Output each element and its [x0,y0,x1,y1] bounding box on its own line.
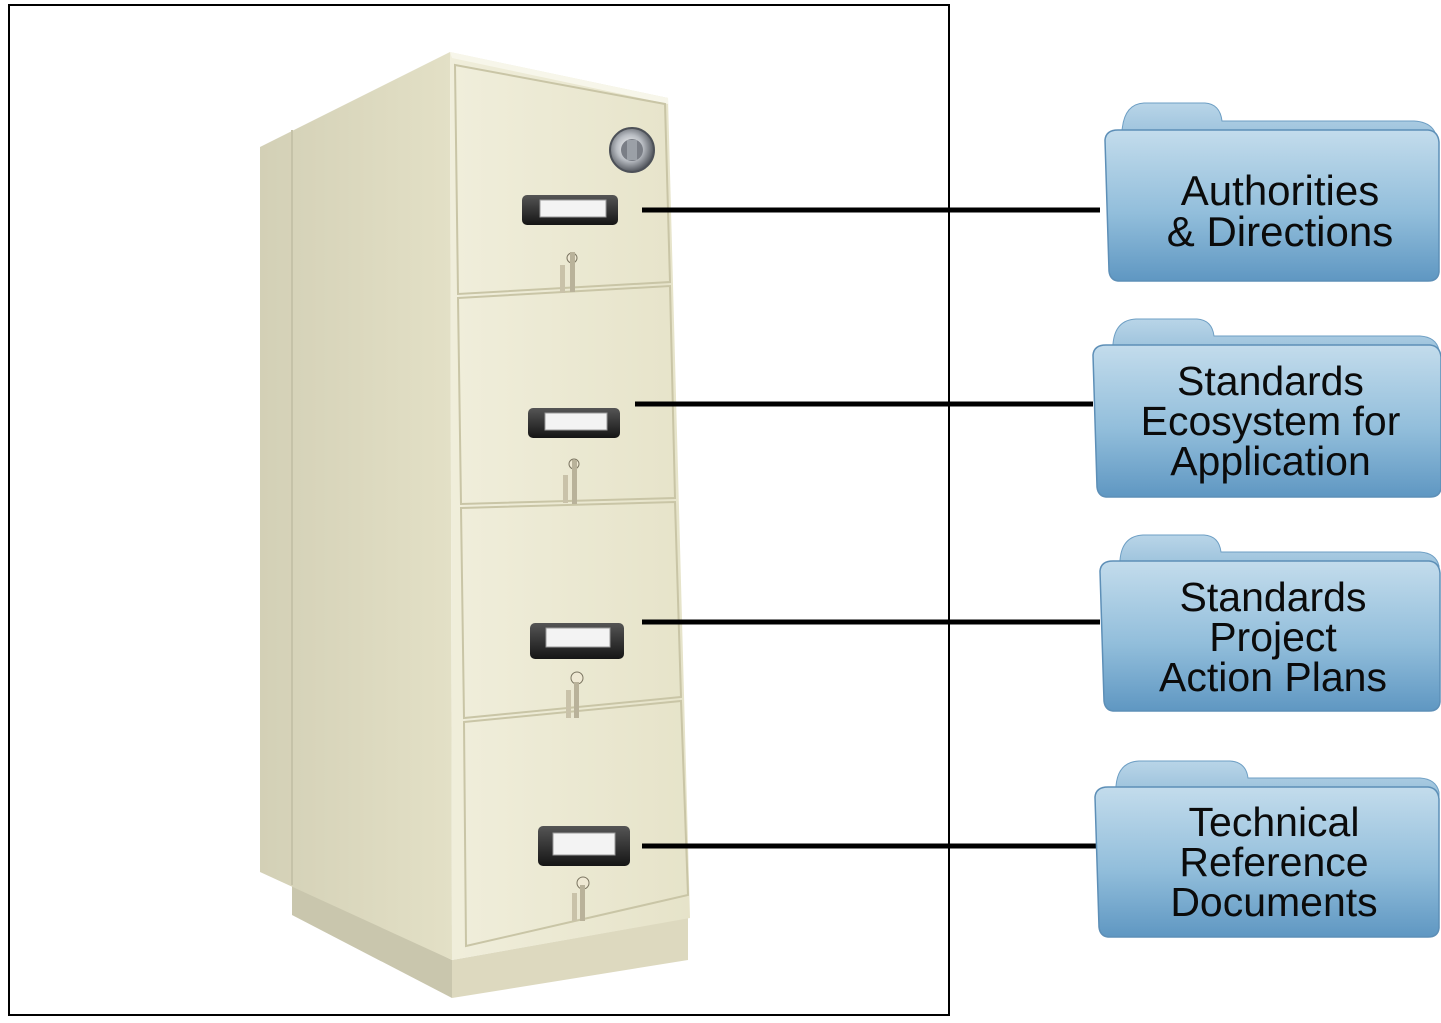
key-icon [560,252,578,293]
combination-lock-icon [609,127,655,173]
drawer-1 [453,63,672,296]
drawer-4 [462,699,690,948]
cabinet-base-side [292,882,452,998]
drawer-handle-icon [538,826,630,866]
drawer-2 [456,284,677,506]
cabinet-front-panel [450,52,690,960]
drawer-3 [459,500,683,720]
drawer-handle-icon [528,408,620,438]
cabinet-side-panel [260,52,452,960]
folder-icon [1092,318,1441,498]
drawer-handle-icon [530,623,624,659]
folder-icon [1104,102,1440,282]
key-icon [563,458,580,504]
folder-icon [1094,760,1440,938]
key-icon [572,876,590,921]
folder-label-action-plans: Standards Project Action Plans [1159,573,1387,701]
filing-cabinet-image [260,52,690,998]
key-icon [566,671,584,718]
folder-label-technical: Technical Reference Documents [1170,798,1378,926]
connector-lines [635,207,1100,849]
cabinet-base-front [452,918,688,998]
folder-icon [1099,534,1441,712]
drawer-handle-icon [522,195,618,225]
folder-label-ecosystem: Standards Ecosystem for Application [1140,357,1401,485]
folder-label-authorities: Authorities & Directions [1166,166,1394,255]
